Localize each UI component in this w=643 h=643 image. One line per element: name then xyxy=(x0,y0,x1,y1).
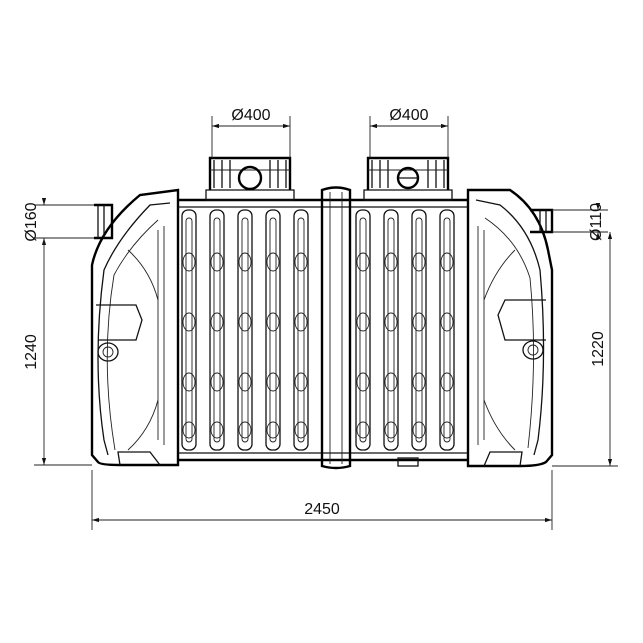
left-manhole-turret xyxy=(205,156,295,201)
right-manhole-turret xyxy=(363,156,453,201)
ribs-right xyxy=(355,209,455,451)
dim-right-height: 1220 xyxy=(590,331,607,367)
ribs-left xyxy=(181,209,309,451)
tank-body xyxy=(90,186,554,470)
dim-top-right-diameter: Ø400 xyxy=(389,107,428,124)
dim-total-length: 2450 xyxy=(304,501,340,518)
rib-bosses xyxy=(182,252,454,439)
dimension-lines xyxy=(34,116,618,530)
dim-top-left-diameter: Ø400 xyxy=(231,107,270,124)
dim-left-pipe-diameter: Ø160 xyxy=(23,202,40,241)
dim-left-height: 1240 xyxy=(23,334,40,370)
dim-right-pipe-diameter: Ø110 xyxy=(588,203,605,241)
